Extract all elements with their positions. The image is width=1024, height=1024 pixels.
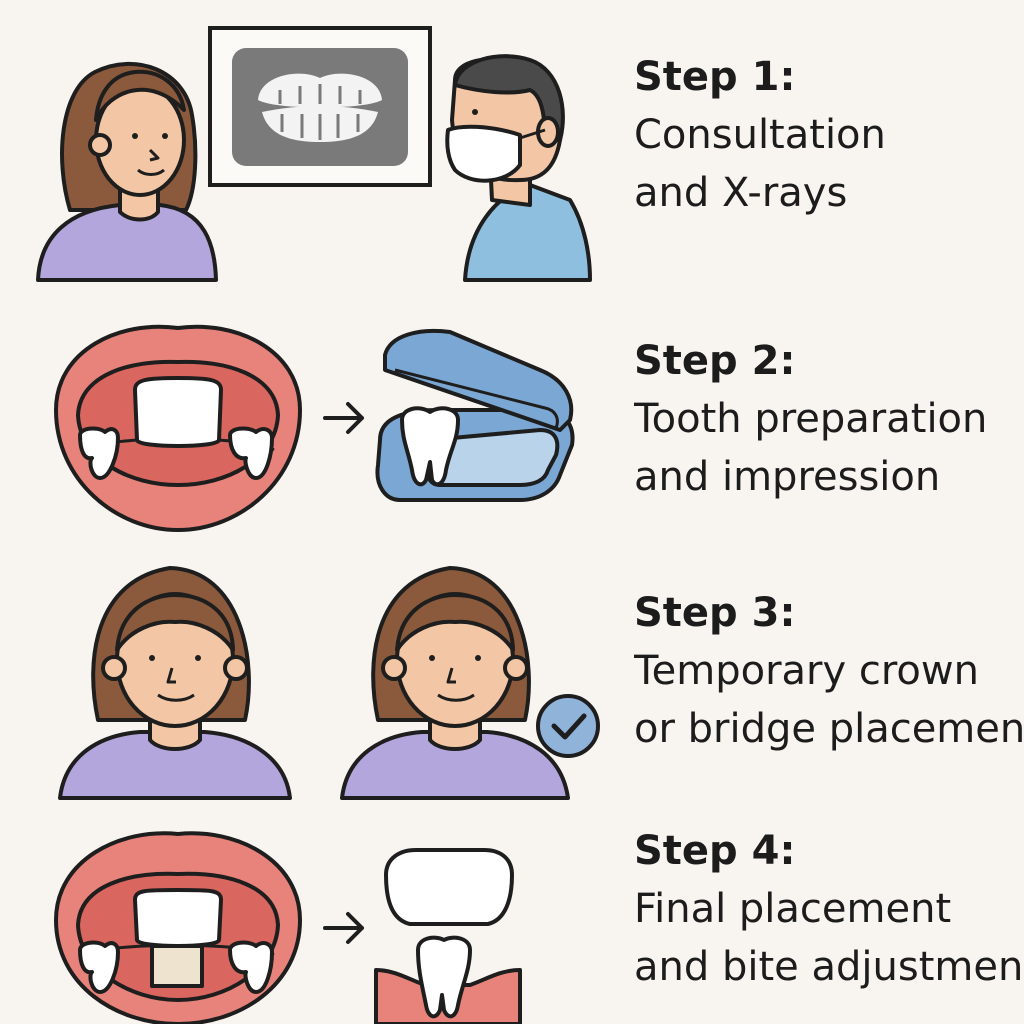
step-3-line-1: Temporary crown [634, 648, 979, 694]
step-1-row: Step 1: Consultation and X-rays [0, 0, 1024, 290]
step-4-illustration [0, 810, 620, 1024]
arrow-right-icon [323, 912, 364, 944]
crown-icon [384, 848, 514, 926]
step-1-text: Step 1: Consultation and X-rays [634, 48, 1024, 222]
dentist-avatar [445, 54, 592, 282]
patient-avatar [58, 566, 292, 800]
step-1-line-2: and X-rays [634, 170, 848, 216]
step-2-line-2: and impression [634, 454, 941, 500]
step-1-line-1: Consultation [634, 112, 886, 158]
xray-screen-icon [208, 26, 432, 187]
step-4-line-1: Final placement [634, 886, 952, 932]
step-2-text: Step 2: Tooth preparation and impression [634, 332, 1024, 506]
gum-tooth-icon [374, 935, 522, 1024]
step-3-row: Step 3: Temporary crown or bridge placem… [0, 540, 1024, 810]
mouth-gap-icon [54, 831, 302, 1024]
step-3-title: Step 3: [634, 590, 796, 636]
arrow-right-icon [323, 402, 364, 434]
step-3-line-2: or bridge placement [634, 706, 1024, 752]
step-4-row: Step 4: Final placement and bite adjustm… [0, 810, 1024, 1024]
step-2-title: Step 2: [634, 338, 796, 384]
tooth-icon [400, 406, 460, 487]
step-1-title: Step 1: [634, 54, 796, 100]
step-4-title: Step 4: [634, 828, 796, 874]
patient-avatar [340, 566, 570, 800]
impression-tray-icon [375, 328, 575, 502]
step-1-illustration [0, 0, 620, 290]
check-badge-icon [536, 694, 600, 758]
step-2-row: Step 2: Tooth preparation and impression [0, 290, 1024, 540]
mouth-gap-icon [54, 324, 302, 532]
step-3-illustration [0, 540, 620, 810]
step-2-line-1: Tooth preparation [634, 396, 988, 442]
step-3-text: Step 3: Temporary crown or bridge placem… [634, 584, 1024, 758]
step-4-text: Step 4: Final placement and bite adjustm… [634, 822, 1024, 996]
step-2-illustration [0, 290, 620, 540]
patient-avatar [36, 61, 218, 282]
step-4-line-2: and bite adjustment [634, 944, 1024, 990]
